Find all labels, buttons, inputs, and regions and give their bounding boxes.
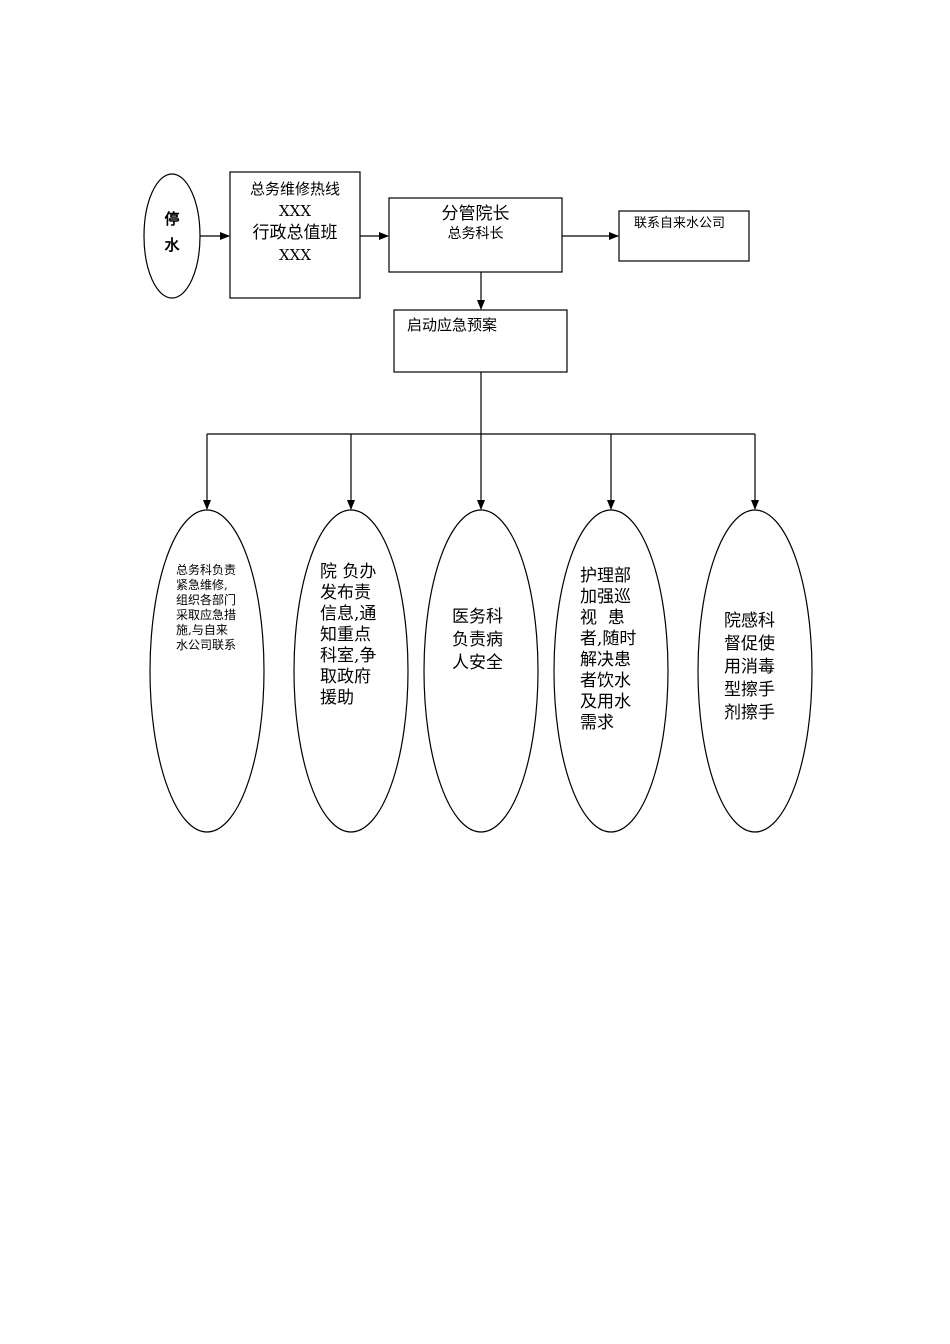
hotline-number: XXX — [278, 202, 312, 220]
start-node-line1: 停 — [164, 210, 180, 228]
outcome-text-5: 院感科督促使用消毒型擦手剂擦手 — [724, 611, 775, 723]
hotline-title: 总务维修热线 — [249, 180, 340, 198]
outcome-ellipse-2 — [293, 509, 409, 833]
hotline-label: 总务维修热线 XXX 行政总值班 XXX — [231, 178, 359, 266]
dean-label: 分管院长 总务科长 — [390, 203, 561, 243]
outcome-ellipse-5 — [697, 509, 813, 833]
outcome-text-4: 护理部加强巡视 患者,随时解决患者饮水及用水需求 — [580, 566, 637, 733]
outcome-ellipse-4 — [553, 509, 669, 833]
start-node-line2: 水 — [164, 236, 180, 254]
emergency-plan-label: 启动应急预案 — [407, 316, 498, 334]
outcome-text-2: 院 负办发布责信息,通知重点 科室,争取政府援助 — [320, 562, 382, 708]
water-company-box — [618, 210, 750, 262]
outcome-ellipse-3 — [423, 509, 539, 833]
outcome-ellipse-1 — [149, 509, 265, 833]
dean-title: 分管院长 — [441, 204, 510, 224]
duty-title: 行政总值班 — [252, 223, 338, 243]
duty-number: XXX — [278, 246, 312, 264]
start-node-label: 停 水 — [146, 206, 198, 258]
outcome-text-3: 医务科负责病人安全 — [452, 607, 503, 673]
dean-subtitle: 总务科长 — [447, 226, 504, 242]
dean-box — [388, 197, 563, 273]
hotline-box — [229, 171, 361, 299]
water-company-label: 联系自来水公司 — [634, 216, 726, 231]
outcome-text-1: 总务科负责紧急维修,组织各部门采取应急措施,与自来水公司联系 — [176, 563, 237, 652]
